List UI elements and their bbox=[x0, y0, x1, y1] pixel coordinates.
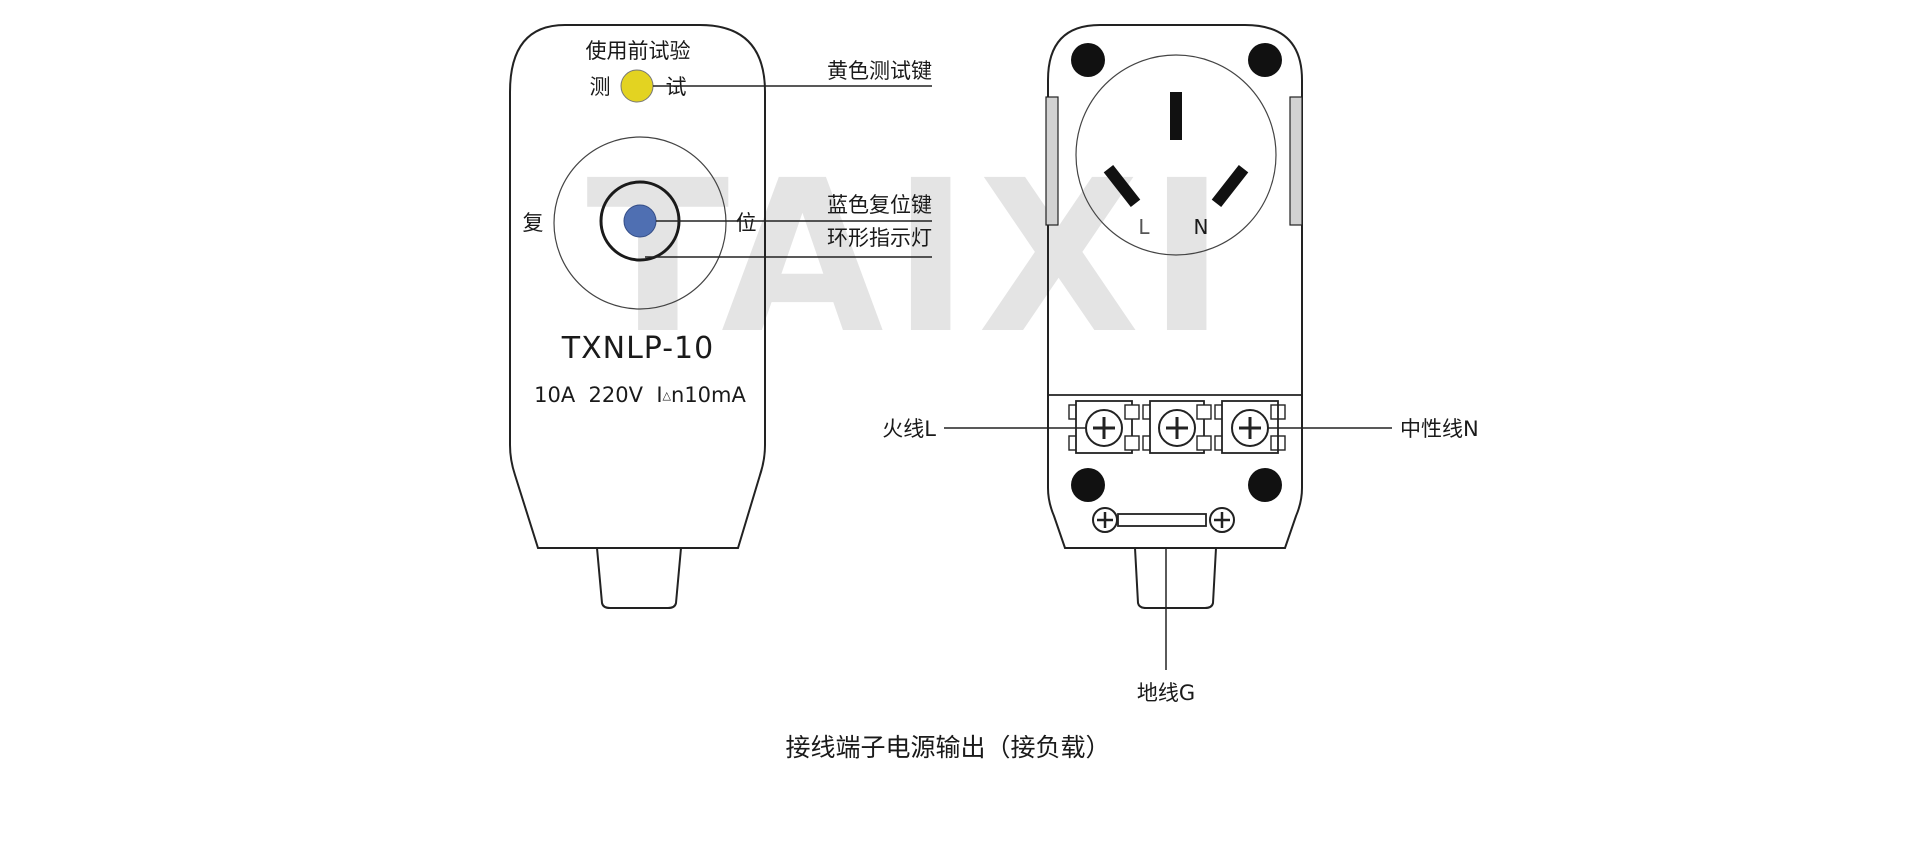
right-side-rail bbox=[1289, 96, 1303, 226]
back-callouts: 火线L 中性线N 地线G bbox=[882, 417, 1478, 705]
rating-delta-symbol: △ bbox=[663, 389, 672, 402]
reset-left-label: 复 bbox=[523, 211, 544, 235]
mounting-hole-top-right bbox=[1248, 43, 1282, 77]
terminal-live bbox=[1068, 400, 1140, 454]
diagram-caption: 接线端子电源输出（接负载） bbox=[785, 733, 1110, 762]
test-header-label: 使用前试验 bbox=[586, 39, 691, 63]
socket-neutral-slot bbox=[1211, 164, 1249, 208]
live-wire-label: 火线L bbox=[882, 417, 936, 441]
left-side-rail bbox=[1045, 96, 1059, 226]
reset-panel-circle bbox=[553, 136, 727, 310]
socket-l-label: L bbox=[1138, 215, 1150, 239]
cable-clamp bbox=[1092, 507, 1235, 533]
front-callouts: 黄色测试键 蓝色复位键 环形指示灯 bbox=[645, 59, 932, 258]
test-right-label: 试 bbox=[666, 75, 687, 99]
yellow-test-button[interactable] bbox=[620, 69, 654, 103]
front-body-outline bbox=[509, 24, 766, 549]
socket-face bbox=[1075, 54, 1277, 256]
socket-ground-slot bbox=[1170, 92, 1182, 140]
yellow-test-key-label: 黄色测试键 bbox=[827, 59, 932, 83]
ground-wire-label: 地线G bbox=[1137, 681, 1195, 705]
rating-suffix: n10mA bbox=[671, 383, 746, 407]
mounting-hole-bottom-left bbox=[1071, 468, 1105, 502]
blue-reset-key-label: 蓝色复位键 bbox=[827, 193, 932, 217]
socket-n-label: N bbox=[1194, 215, 1209, 239]
terminal-neutral bbox=[1214, 400, 1286, 454]
mounting-hole-top-left bbox=[1071, 43, 1105, 77]
ring-indicator-label: 环形指示灯 bbox=[827, 226, 932, 250]
socket-live-slot bbox=[1103, 164, 1141, 208]
mounting-hole-bottom-right bbox=[1248, 468, 1282, 502]
neutral-wire-label: 中性线N bbox=[1400, 417, 1479, 441]
front-device: 使用前试验 测 试 复 位 TXNLP-10 10A 220V I△n10mA bbox=[509, 24, 766, 609]
terminal-ground bbox=[1142, 400, 1212, 454]
rating-text: 10A 220V I△n10mA bbox=[534, 383, 746, 407]
blue-reset-button[interactable] bbox=[623, 204, 657, 238]
front-cable-stub bbox=[596, 547, 682, 609]
model-number: TXNLP-10 bbox=[561, 331, 714, 366]
cable-clamp-bar bbox=[1117, 513, 1207, 527]
back-body-outline bbox=[1047, 24, 1303, 549]
rating-prefix: 10A 220V I bbox=[534, 383, 662, 407]
back-cable-stub bbox=[1134, 547, 1217, 609]
reset-right-label: 位 bbox=[736, 211, 757, 235]
test-left-label: 测 bbox=[590, 75, 611, 99]
